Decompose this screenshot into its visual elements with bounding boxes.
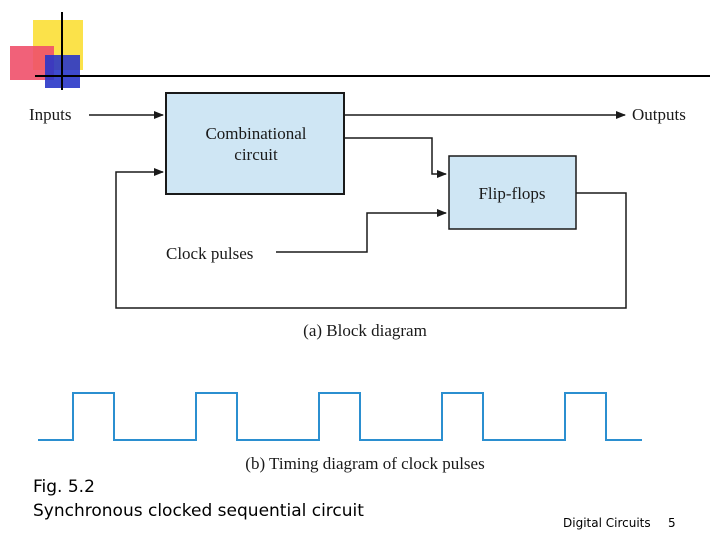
footer-course: Digital Circuits (563, 516, 651, 530)
inputs-label: Inputs (29, 105, 72, 124)
page-number: 5 (668, 516, 676, 530)
diagram-panel (27, 90, 705, 475)
combinational-circuit-box (165, 92, 345, 195)
clock-pulses-label: Clock pulses (166, 244, 253, 263)
flipflops-label: Flip-flops (478, 184, 545, 203)
timing-diagram-caption: (b) Timing diagram of clock pulses (245, 454, 484, 473)
feedback-arrow (115, 168, 627, 309)
clock-to-flipflop-arrow (276, 209, 447, 253)
slide-logo (10, 12, 710, 95)
outputs-label: Outputs (632, 105, 686, 124)
combinational-label-line1: Combinational (205, 124, 306, 143)
figure-caption: Fig. 5.2 Synchronous clocked sequential … (33, 475, 364, 523)
clock-pulse-waveform (38, 392, 642, 441)
combinational-label-line2: circuit (234, 145, 278, 164)
figure-number: Fig. 5.2 (33, 477, 95, 497)
comb-to-flipflop-arrow (344, 137, 447, 178)
figure-title: Synchronous clocked sequential circuit (33, 501, 364, 521)
block-diagram-caption: (a) Block diagram (303, 321, 427, 340)
